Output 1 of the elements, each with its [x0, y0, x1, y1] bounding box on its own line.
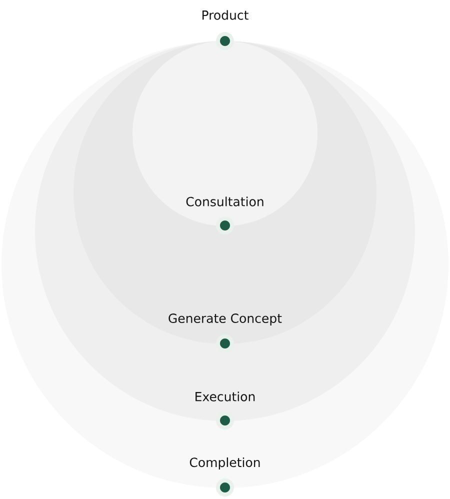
stage-label: Product [202, 10, 248, 20]
